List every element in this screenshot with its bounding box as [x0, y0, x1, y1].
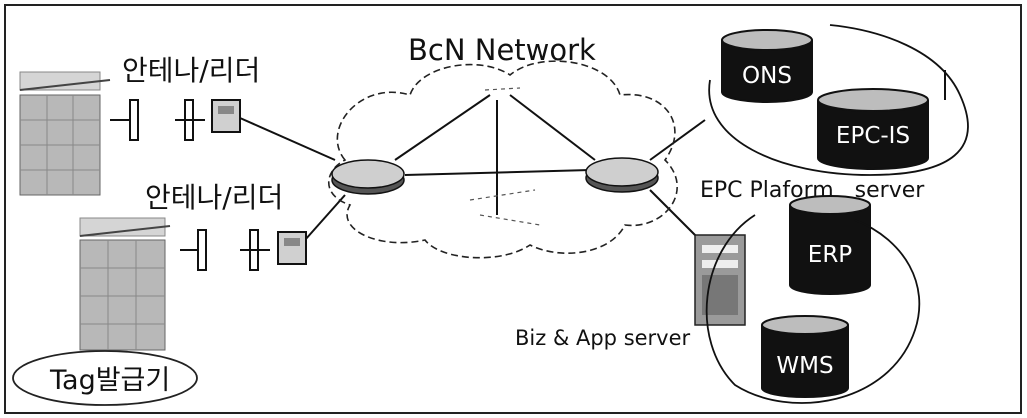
reader-icon	[277, 231, 307, 265]
biz-app-label: Biz & App server	[515, 326, 691, 350]
epc-group-arc	[708, 24, 969, 176]
link-router2-hub	[509, 94, 596, 161]
biz-group-arc	[705, 214, 921, 404]
pallet-icon	[19, 71, 111, 196]
network-cloud-icon	[328, 60, 678, 259]
link-reader2-router	[304, 194, 346, 241]
reader-icon	[211, 99, 241, 133]
server-tower-icon	[694, 234, 746, 326]
pallet-icon	[79, 217, 171, 351]
router-icon	[331, 159, 405, 195]
antenna-icon	[180, 229, 270, 271]
tag-issuer-ellipse	[12, 350, 198, 406]
router-icon	[585, 157, 659, 193]
database-icon	[789, 195, 871, 295]
cloud-inner-links	[469, 87, 541, 226]
db-label-ons: ONS	[742, 63, 792, 89]
database-icon	[761, 315, 849, 398]
db-label-erp: ERP	[808, 242, 853, 268]
antenna-icon	[110, 99, 205, 141]
link-router2-epc	[649, 119, 706, 161]
db-label-wms: WMS	[776, 353, 833, 379]
db-label-epc-is: EPC-IS	[836, 123, 910, 149]
link-router1-hub	[394, 94, 491, 161]
link-reader1-router	[239, 117, 336, 161]
database-icon	[721, 29, 813, 103]
tag-issuer-label: Tag발급기	[49, 365, 170, 396]
epc-platform-label: EPC Plaform server	[700, 178, 925, 203]
antenna-reader-label-bottom: 안테나/리더	[145, 181, 283, 214]
database-icon	[817, 88, 929, 170]
diagram-frame	[4, 4, 1022, 414]
antenna-reader-label-top: 안테나/리더	[122, 54, 260, 87]
network-title: BcN Network	[408, 33, 596, 67]
